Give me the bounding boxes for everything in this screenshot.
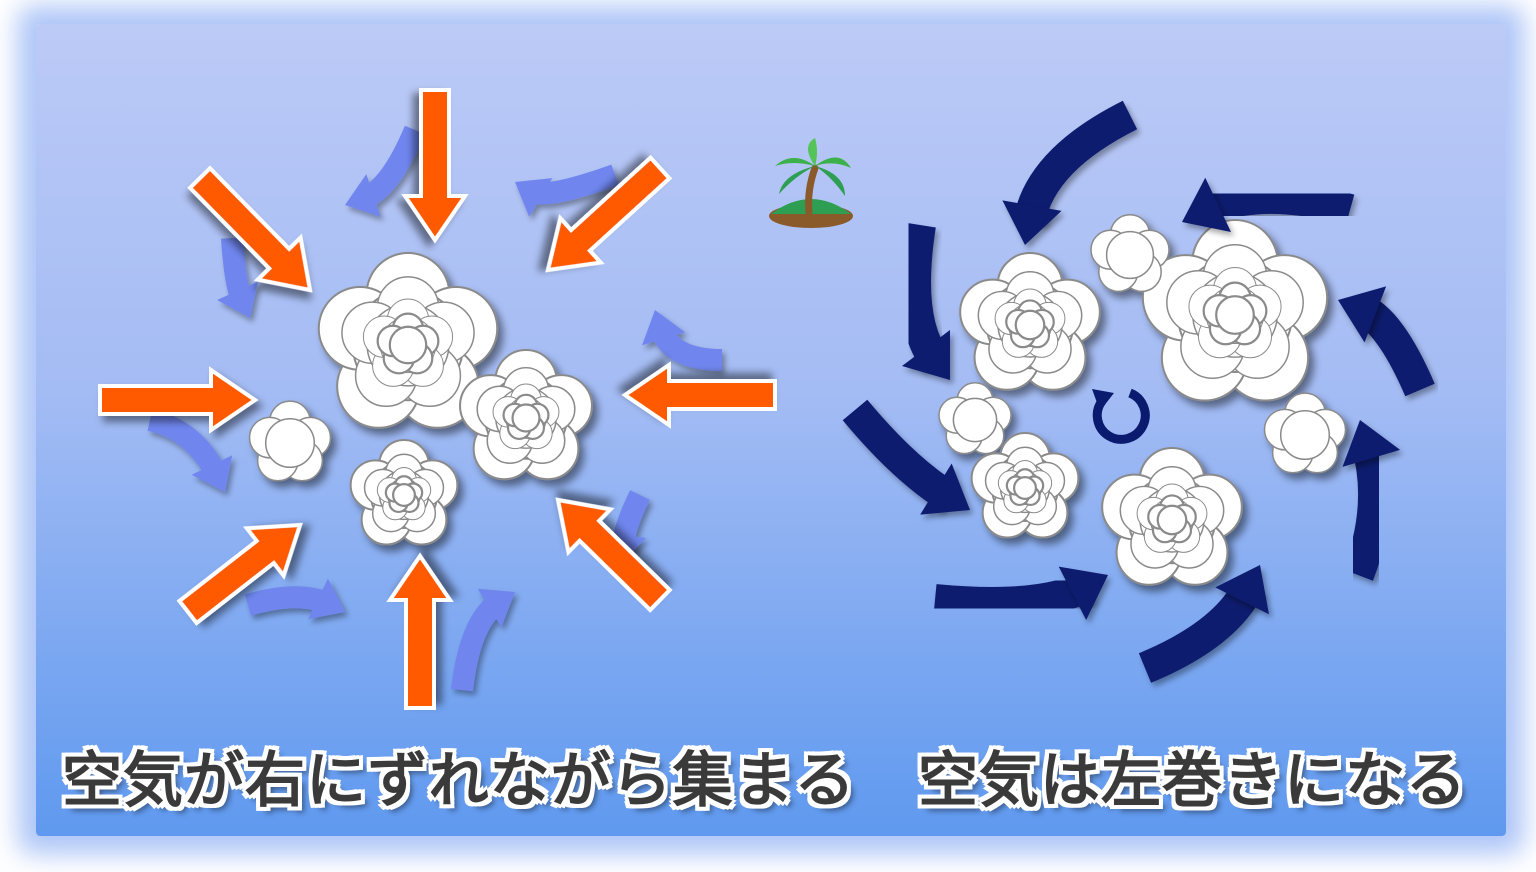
cloud-puff xyxy=(1263,392,1347,474)
inflow-arrow xyxy=(176,522,303,626)
spiral-arrow xyxy=(1002,100,1138,245)
left-cloud-cluster xyxy=(248,252,593,546)
left-caption: 空気が右にずれながら集まる xyxy=(62,746,856,816)
spiral-arrow xyxy=(899,222,950,380)
cloud-medium xyxy=(459,348,593,481)
deflected-arrow xyxy=(217,237,259,318)
cloud-upper-right xyxy=(1141,219,1329,402)
cloud-small xyxy=(349,439,459,546)
inflow-arrow xyxy=(545,154,673,273)
counterclockwise-rotation-icon xyxy=(1092,388,1150,444)
deflected-arrow xyxy=(642,310,723,371)
inflow-arrows xyxy=(98,88,777,710)
cloud-puff xyxy=(1090,213,1170,293)
deflected-arrow xyxy=(451,588,515,692)
spiral-arrow xyxy=(842,399,970,515)
spiral-arrow xyxy=(1338,286,1435,397)
right-caption: 空気は左巻きになる xyxy=(918,746,1467,816)
inflow-arrow xyxy=(187,165,313,293)
palm-tree-island-icon xyxy=(769,138,853,228)
spiral-arrow xyxy=(933,566,1108,620)
cloud-upper-left xyxy=(959,251,1101,391)
inflow-arrow xyxy=(555,497,673,613)
inflow-arrow xyxy=(401,88,469,244)
spiral-arrow xyxy=(1182,177,1355,232)
inflow-arrow xyxy=(621,361,777,429)
spiral-arrow xyxy=(1138,565,1269,683)
deflected-arrow xyxy=(147,409,233,492)
cloud-puff xyxy=(938,382,1012,455)
deflected-arrow xyxy=(345,125,426,217)
inflow-arrow xyxy=(98,366,259,434)
spiral-arrow xyxy=(1342,420,1401,581)
cloud-lower-right xyxy=(1101,446,1243,586)
cloud-puff xyxy=(248,400,332,482)
deflected-arrow xyxy=(244,578,345,620)
deflected-arrow xyxy=(515,164,619,217)
spiral-arrows xyxy=(842,100,1435,683)
inflow-arrow xyxy=(386,552,454,710)
